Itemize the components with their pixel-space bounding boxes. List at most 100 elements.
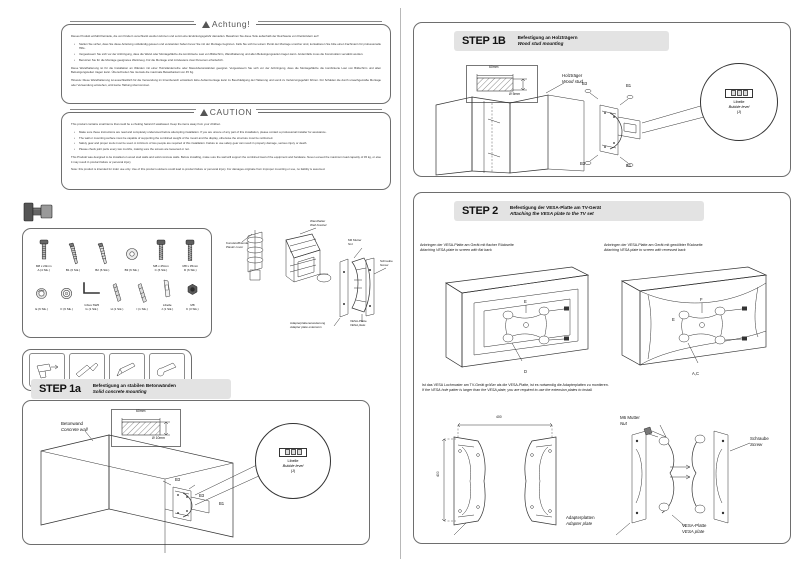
part-item: B2 (6 Stk.) (88, 241, 117, 272)
step1b-header: STEP 1B Befestigung an Holzträgern Wood … (454, 31, 669, 51)
step1a-number: STEP 1a (39, 383, 81, 395)
mount-product-icon (22, 200, 56, 226)
spacer-icon (29, 280, 54, 306)
caution-bullet: Please check joint parts every two month… (74, 147, 381, 152)
caution-bullet: Make sure these instructions are read an… (74, 130, 381, 135)
step2-right-tag-f: F (700, 297, 703, 302)
step1b-bubble-level-callout: Libelle Bubble level (J) (700, 63, 778, 141)
dowel-icon (104, 280, 129, 306)
screw-long-icon (58, 241, 87, 267)
label-nut: M6 Mutter Nut (348, 238, 362, 246)
caution-bullet: The wall or mounting surface must be cap… (74, 136, 381, 141)
part-code: B3 (6 Stk.) (124, 268, 139, 273)
warning-paragraph-german: Diese Wandhalterung ist für die Installa… (71, 65, 381, 75)
step1a-drill-diameter: Ø 10mm (152, 436, 165, 440)
parts-row-1: M8 x 20mm A (4 Stk.) (29, 237, 205, 272)
step1a-drill-detail: 60mm Ø 10mm (111, 409, 181, 447)
vesa-height-dimension: 400 (436, 471, 440, 477)
parts-list-panel: M8 x 20mm A (4 Stk.) (22, 228, 212, 338)
step2-left-tag-d: D (524, 369, 528, 374)
step2-vesa-note: Ist das VESA Lochmuster am TV-Gerät größ… (422, 383, 609, 393)
step1b-tag-b3: B3 (582, 81, 588, 86)
part-item: M8 x 35mm D (6 Stk.) (176, 237, 205, 272)
step1a-callout-en: Bubble level (282, 463, 304, 468)
step2-panel: STEP 2 Befestigung der VESA-Platte am TV… (413, 192, 791, 544)
label-assembly-screw: Schraube Screw (750, 436, 769, 447)
warning-heading-german: Achtung! (211, 19, 251, 29)
step1a-tag-b3: B3 (175, 477, 181, 482)
part-name: Inbus SW6 (84, 303, 100, 308)
vesa-width-dimension: 400 (496, 415, 502, 419)
warning-panel-german: Achtung! Dieses Produkt enthält Kleintei… (61, 19, 391, 104)
label-adapter-plate: Adapterplatten Adapter plate (566, 515, 595, 526)
part-name: M8 x 20mm (35, 264, 52, 268)
step1a-drill-depth: 60mm (136, 409, 146, 413)
caution-intro-english: This product contains small items that c… (71, 122, 222, 126)
part-item: B1 (6 Stk.) (58, 241, 87, 272)
step2-right-tag-ac: A,C (692, 371, 699, 376)
part-name: M8 (190, 303, 195, 308)
part-item: M8 x 20mm A (4 Stk.) (29, 237, 58, 272)
label-concrete-wall: Betonwand Concrete wall (61, 421, 88, 432)
part-item: F (6 Stk.) (54, 280, 79, 311)
step1b-title-en: Wood stud mounting (517, 41, 564, 46)
step2-right-tag-e: E (672, 317, 675, 322)
step2-left-caption: Anbringen der VESA-Platte am Gerät mit f… (420, 243, 514, 252)
step1a-tag-b3-2: B3 (199, 493, 205, 498)
part-code: B2 (6 Stk.) (95, 268, 110, 273)
step1b-tag-b1: B1 (626, 83, 632, 88)
part-code: C (6 Stk.) (154, 268, 168, 273)
bolt-short-icon (176, 237, 205, 263)
label-plastic-cover: Kunststoffblende Plastic cover (226, 241, 249, 249)
warning-bullet: Stellen Sie sicher, dass Sie diese Anlei… (74, 42, 381, 51)
part-name: M8 x 35mm (182, 264, 199, 268)
part-item: M8 x 25mm C (6 Stk.) (146, 237, 175, 272)
warning-panel-english: CAUTION This product contains small item… (61, 107, 391, 190)
part-code: D (6 Stk.) (183, 268, 197, 273)
label-assembly-nut: M6 Mutter Nut (620, 415, 640, 426)
part-item: B3 (6 Stk.) (117, 241, 146, 272)
step1a-title-en: Solid concrete mounting (92, 389, 147, 394)
step1b-number: STEP 1B (462, 35, 506, 47)
step1b-drill-depth: 60mm (489, 65, 499, 69)
step2-title-de: Befestigung der VESA-Platte am TV-Gerät (509, 205, 602, 211)
washer-icon (54, 280, 79, 306)
bubble-level-detail-icon (279, 447, 307, 457)
page-divider (400, 8, 401, 559)
parts-grid: M8 x 20mm A (4 Stk.) (29, 237, 205, 315)
nut-icon (180, 276, 205, 302)
step2-left-tag-e: E (524, 299, 527, 304)
part-item: H (1 Stk.) (104, 280, 129, 311)
screw-long-icon (88, 241, 117, 267)
step1b-callout-de: Libelle (733, 99, 745, 104)
step2-right-caption: Anbringen der VESA-Platte am Gerät mit g… (604, 243, 703, 252)
caution-bullet: Safety gear and proper tools must be use… (74, 141, 381, 146)
warning-bullet: Benutzen Sie für die Montage geeignetes … (74, 58, 381, 63)
part-code: G (1 Stk.) (85, 307, 99, 312)
part-item: M8 K (3 Stk.) (180, 276, 205, 311)
step1a-tag-b1: B1 (219, 501, 225, 506)
step1b-panel: STEP 1B Befestigung an Holzträgern Wood … (413, 22, 791, 177)
part-code: B1 (6 Stk.) (65, 268, 81, 273)
part-code: J (1 Stk.) (161, 307, 174, 312)
warning-bullet: Vergewissern Sie sich vor der Anbringung… (74, 52, 381, 57)
right-column: STEP 1B Befestigung an Holzträgern Wood … (401, 0, 802, 567)
step1b-tag-b3-2: B3 (580, 161, 586, 166)
part-code: A (4 Stk.) (37, 268, 50, 273)
washer-icon (117, 241, 146, 267)
caution-triangle-icon (199, 109, 208, 116)
label-vesa-plate: VESA-Platte VESA plate (350, 319, 367, 327)
label-assembly-vesa-plate: VESA-Platte VESA plate (682, 523, 707, 534)
part-code: F (6 Stk.) (60, 307, 73, 312)
step1b-title-de: Befestigung an Holzträgern (517, 35, 578, 41)
dowel-icon (130, 280, 155, 306)
step2-title-en: Attaching the VESA plate to the TV set (509, 211, 594, 216)
step1a-panel: STEP 1a Befestigung an stabilen Betonwän… (22, 379, 370, 553)
step2-number: STEP 2 (462, 205, 498, 217)
label-adapter-plate-extension: Adapterplattenerweiterung Adapter plate … (290, 321, 326, 329)
step1b-callout-code: (J) (736, 110, 742, 115)
warning-triangle-icon (201, 21, 210, 28)
bubble-level-icon (155, 276, 180, 302)
step1a-callout-code: (J) (290, 469, 296, 474)
label-wood-stud: Holzträger Wood stud (562, 73, 583, 84)
